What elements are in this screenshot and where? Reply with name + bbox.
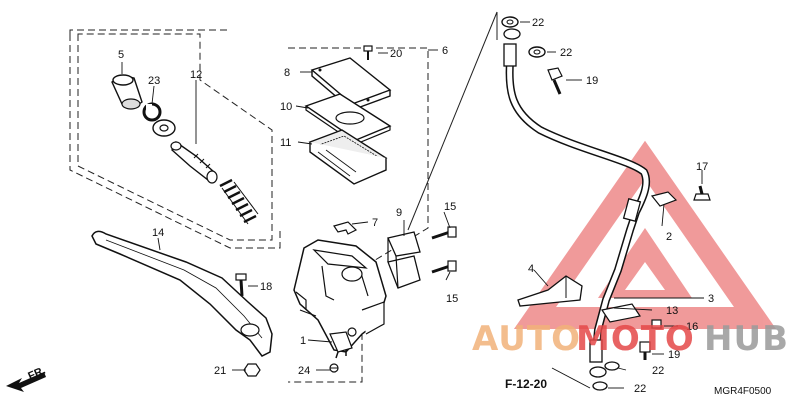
callout-14: 14 (152, 227, 164, 239)
switch-screw-part (329, 363, 339, 373)
lever-pivot-bolt-part (235, 273, 247, 297)
watermark-text: AUTO MOTO HUB (472, 319, 789, 359)
callout-1: 1 (300, 335, 306, 347)
hose-clamp-upper-part (650, 191, 678, 207)
callout-18: 18 (260, 281, 272, 293)
callout-22d: 22 (634, 383, 646, 395)
top-washer-upper (501, 16, 519, 28)
callout-24: 24 (298, 365, 310, 377)
circlip-part (142, 102, 162, 122)
watermark-triangle-logo (513, 140, 777, 329)
piston-group-outline (69, 29, 281, 249)
diagram-code: MGR4F0500 (714, 386, 772, 397)
front-direction-arrow: FR. (6, 365, 47, 392)
screw-part (363, 45, 373, 60)
holder-bolt-lower (431, 260, 457, 274)
callout-12: 12 (190, 69, 202, 81)
hose-guide-part (517, 275, 583, 307)
callout-22a: 22 (532, 17, 544, 29)
callout-10: 10 (280, 101, 292, 113)
callout-15b: 15 (446, 293, 458, 305)
page-reference: F-12-20 (505, 377, 547, 391)
bracket-bolt-part (693, 185, 711, 201)
callout-7: 7 (372, 217, 378, 229)
callout-3: 3 (708, 293, 714, 305)
bottom-washer-upper (604, 361, 620, 371)
piston-part (170, 140, 218, 184)
brake-lever-part (91, 230, 273, 357)
callout-22b: 22 (560, 47, 572, 59)
watermark-hub: HUB (704, 319, 789, 359)
watermark-auto: AUTO (472, 319, 581, 359)
callout-19b: 19 (668, 349, 680, 361)
callout-8: 8 (284, 67, 290, 79)
callout-labels: 1 2 3 4 5 6 7 8 9 10 11 12 13 14 15 15 1… (118, 17, 714, 395)
callout-19a: 19 (586, 75, 598, 87)
diaphragm-part (308, 129, 388, 185)
washer-part (152, 119, 176, 137)
clamp-bolt-part (651, 319, 662, 329)
master-cylinder-body-part (293, 239, 387, 353)
callout-21: 21 (214, 365, 226, 377)
lever-nut-part (243, 363, 261, 377)
callout-15a: 15 (444, 201, 456, 213)
spring-part (219, 178, 259, 225)
bottom-oil-bolt-part (639, 341, 651, 360)
callout-17: 17 (696, 161, 708, 173)
callout-13: 13 (666, 305, 678, 317)
watermark-moto: MOTO (576, 319, 695, 359)
callout-23: 23 (148, 75, 160, 87)
bottom-washer-lower (592, 381, 608, 391)
callout-11: 11 (280, 137, 291, 149)
callout-4: 4 (528, 263, 534, 275)
callout-9: 9 (396, 207, 402, 219)
boot-part (111, 74, 143, 110)
front-arrow-label: FR. (26, 365, 47, 383)
holder-part (387, 231, 421, 289)
callout-20: 20 (390, 48, 402, 60)
leader-lines (121, 21, 704, 389)
brake-hose-part (503, 28, 651, 378)
callout-22c: 22 (652, 365, 664, 377)
top-oil-bolt-part (547, 67, 563, 95)
top-washer-lower (528, 46, 546, 58)
callout-5: 5 (118, 49, 124, 61)
bracket-clip-part (333, 221, 358, 235)
holder-bolt-upper (431, 226, 457, 240)
brake-switch-part (329, 331, 353, 359)
callout-2: 2 (666, 231, 672, 243)
callout-16: 16 (686, 321, 698, 333)
callout-6: 6 (442, 45, 448, 57)
